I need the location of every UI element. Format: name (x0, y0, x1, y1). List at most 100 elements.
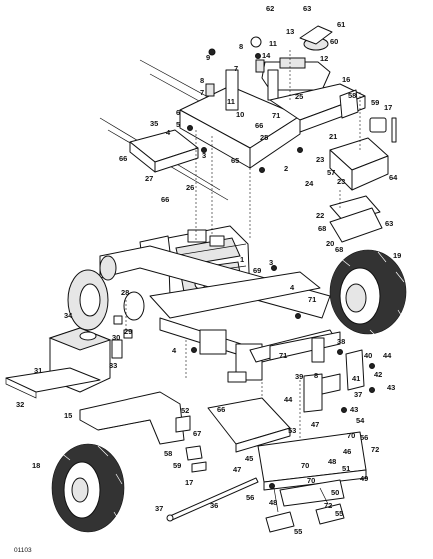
callout-49: 49 (360, 474, 368, 483)
callout-14: 14 (262, 51, 271, 60)
callout-31: 31 (34, 366, 42, 375)
callout-64: 64 (389, 173, 398, 182)
callout-34: 34 (64, 311, 73, 320)
callout-71: 71 (308, 295, 316, 304)
callout-37: 37 (155, 504, 163, 513)
callout-43: 43 (387, 383, 395, 392)
floor-plates (207, 397, 367, 507)
callout-40: 40 (364, 351, 372, 360)
callout-36: 36 (210, 501, 218, 510)
callout-5: 5 (176, 120, 180, 129)
callout-45: 45 (245, 454, 253, 463)
callout-68: 68 (318, 224, 326, 233)
callout-30: 30 (112, 333, 120, 342)
callout-56: 56 (360, 433, 368, 442)
callout-71: 71 (272, 111, 280, 120)
callout-63: 63 (385, 219, 393, 228)
callout-7: 7 (200, 88, 204, 97)
dash-panel (269, 83, 387, 133)
side-brackets (303, 349, 365, 413)
callout-8: 8 (239, 42, 243, 51)
tank-tray (5, 367, 101, 399)
figure-id: 01103 (14, 547, 32, 554)
callout-66: 66 (119, 154, 127, 163)
callout-18: 18 (32, 461, 40, 470)
long-rod (166, 477, 259, 522)
callout-60: 60 (330, 37, 338, 46)
callout-66: 66 (161, 195, 169, 204)
callout-23: 23 (337, 177, 345, 186)
seat-pan-left (129, 129, 199, 173)
hardware (113, 36, 397, 489)
callout-4: 4 (290, 283, 295, 292)
artwork (5, 25, 407, 533)
assembly-guides (125, 50, 361, 440)
callout-58: 58 (348, 91, 356, 100)
callout-7: 7 (234, 64, 238, 73)
callout-52: 52 (181, 406, 189, 415)
callout-63: 63 (303, 4, 311, 13)
callout-13: 13 (286, 27, 294, 36)
callout-65: 65 (231, 156, 239, 165)
callout-70: 70 (301, 461, 309, 470)
callout-2: 2 (284, 164, 288, 173)
callout-48: 48 (269, 498, 277, 507)
callout-66: 66 (255, 121, 263, 130)
battery-box (329, 137, 389, 243)
callout-47: 47 (233, 465, 241, 474)
callout-66: 66 (217, 405, 225, 414)
callout-8: 8 (200, 76, 204, 85)
callout-59: 59 (173, 461, 181, 470)
callout-25: 25 (295, 92, 303, 101)
callout-53: 53 (288, 426, 296, 435)
callout-22: 22 (316, 211, 324, 220)
callout-12: 12 (320, 54, 328, 63)
callout-43: 43 (350, 405, 358, 414)
callout-3: 3 (202, 151, 206, 160)
callout-19: 19 (393, 251, 401, 260)
callout-56: 56 (246, 493, 254, 502)
callout-44: 44 (284, 395, 293, 404)
pedals (265, 487, 345, 533)
callout-26: 26 (186, 183, 194, 192)
callout-29: 29 (124, 327, 132, 336)
fender (79, 391, 185, 445)
callout-4: 4 (166, 128, 171, 137)
callout-4: 4 (172, 346, 177, 355)
callout-33: 33 (109, 361, 117, 370)
callout-42: 42 (374, 370, 382, 379)
callout-38: 38 (337, 337, 345, 346)
callout-6: 6 (176, 108, 180, 117)
callout-70: 70 (307, 476, 315, 485)
callout-23: 23 (316, 155, 324, 164)
callout-70: 70 (347, 431, 355, 440)
callout-72: 72 (371, 445, 379, 454)
callout-24: 24 (305, 179, 314, 188)
small-front-wheel (67, 255, 145, 331)
callout-39: 39 (295, 372, 303, 381)
callout-69: 69 (253, 266, 261, 275)
callout-17: 17 (185, 478, 193, 487)
callout-71: 71 (279, 351, 287, 360)
callout-9: 9 (206, 53, 210, 62)
front-tire-left (51, 443, 125, 533)
callout-44: 44 (383, 351, 392, 360)
callout-50: 50 (331, 488, 339, 497)
callout-21: 21 (329, 132, 337, 141)
callout-59: 59 (371, 98, 379, 107)
callout-62: 62 (266, 4, 274, 13)
callout-37: 37 (354, 390, 362, 399)
main-chassis (99, 245, 341, 383)
callout-11: 11 (269, 39, 277, 48)
callout-17: 17 (384, 103, 392, 112)
callout-41: 41 (352, 374, 360, 383)
callout-3: 3 (269, 258, 273, 267)
callout-57: 57 (327, 168, 335, 177)
callout-20: 20 (326, 239, 334, 248)
callout-10: 10 (236, 110, 244, 119)
callout-55: 55 (335, 509, 343, 518)
callout-54: 54 (356, 416, 365, 425)
callout-67: 67 (193, 429, 201, 438)
callout-72: 72 (324, 501, 332, 510)
callout-28: 28 (121, 288, 129, 297)
